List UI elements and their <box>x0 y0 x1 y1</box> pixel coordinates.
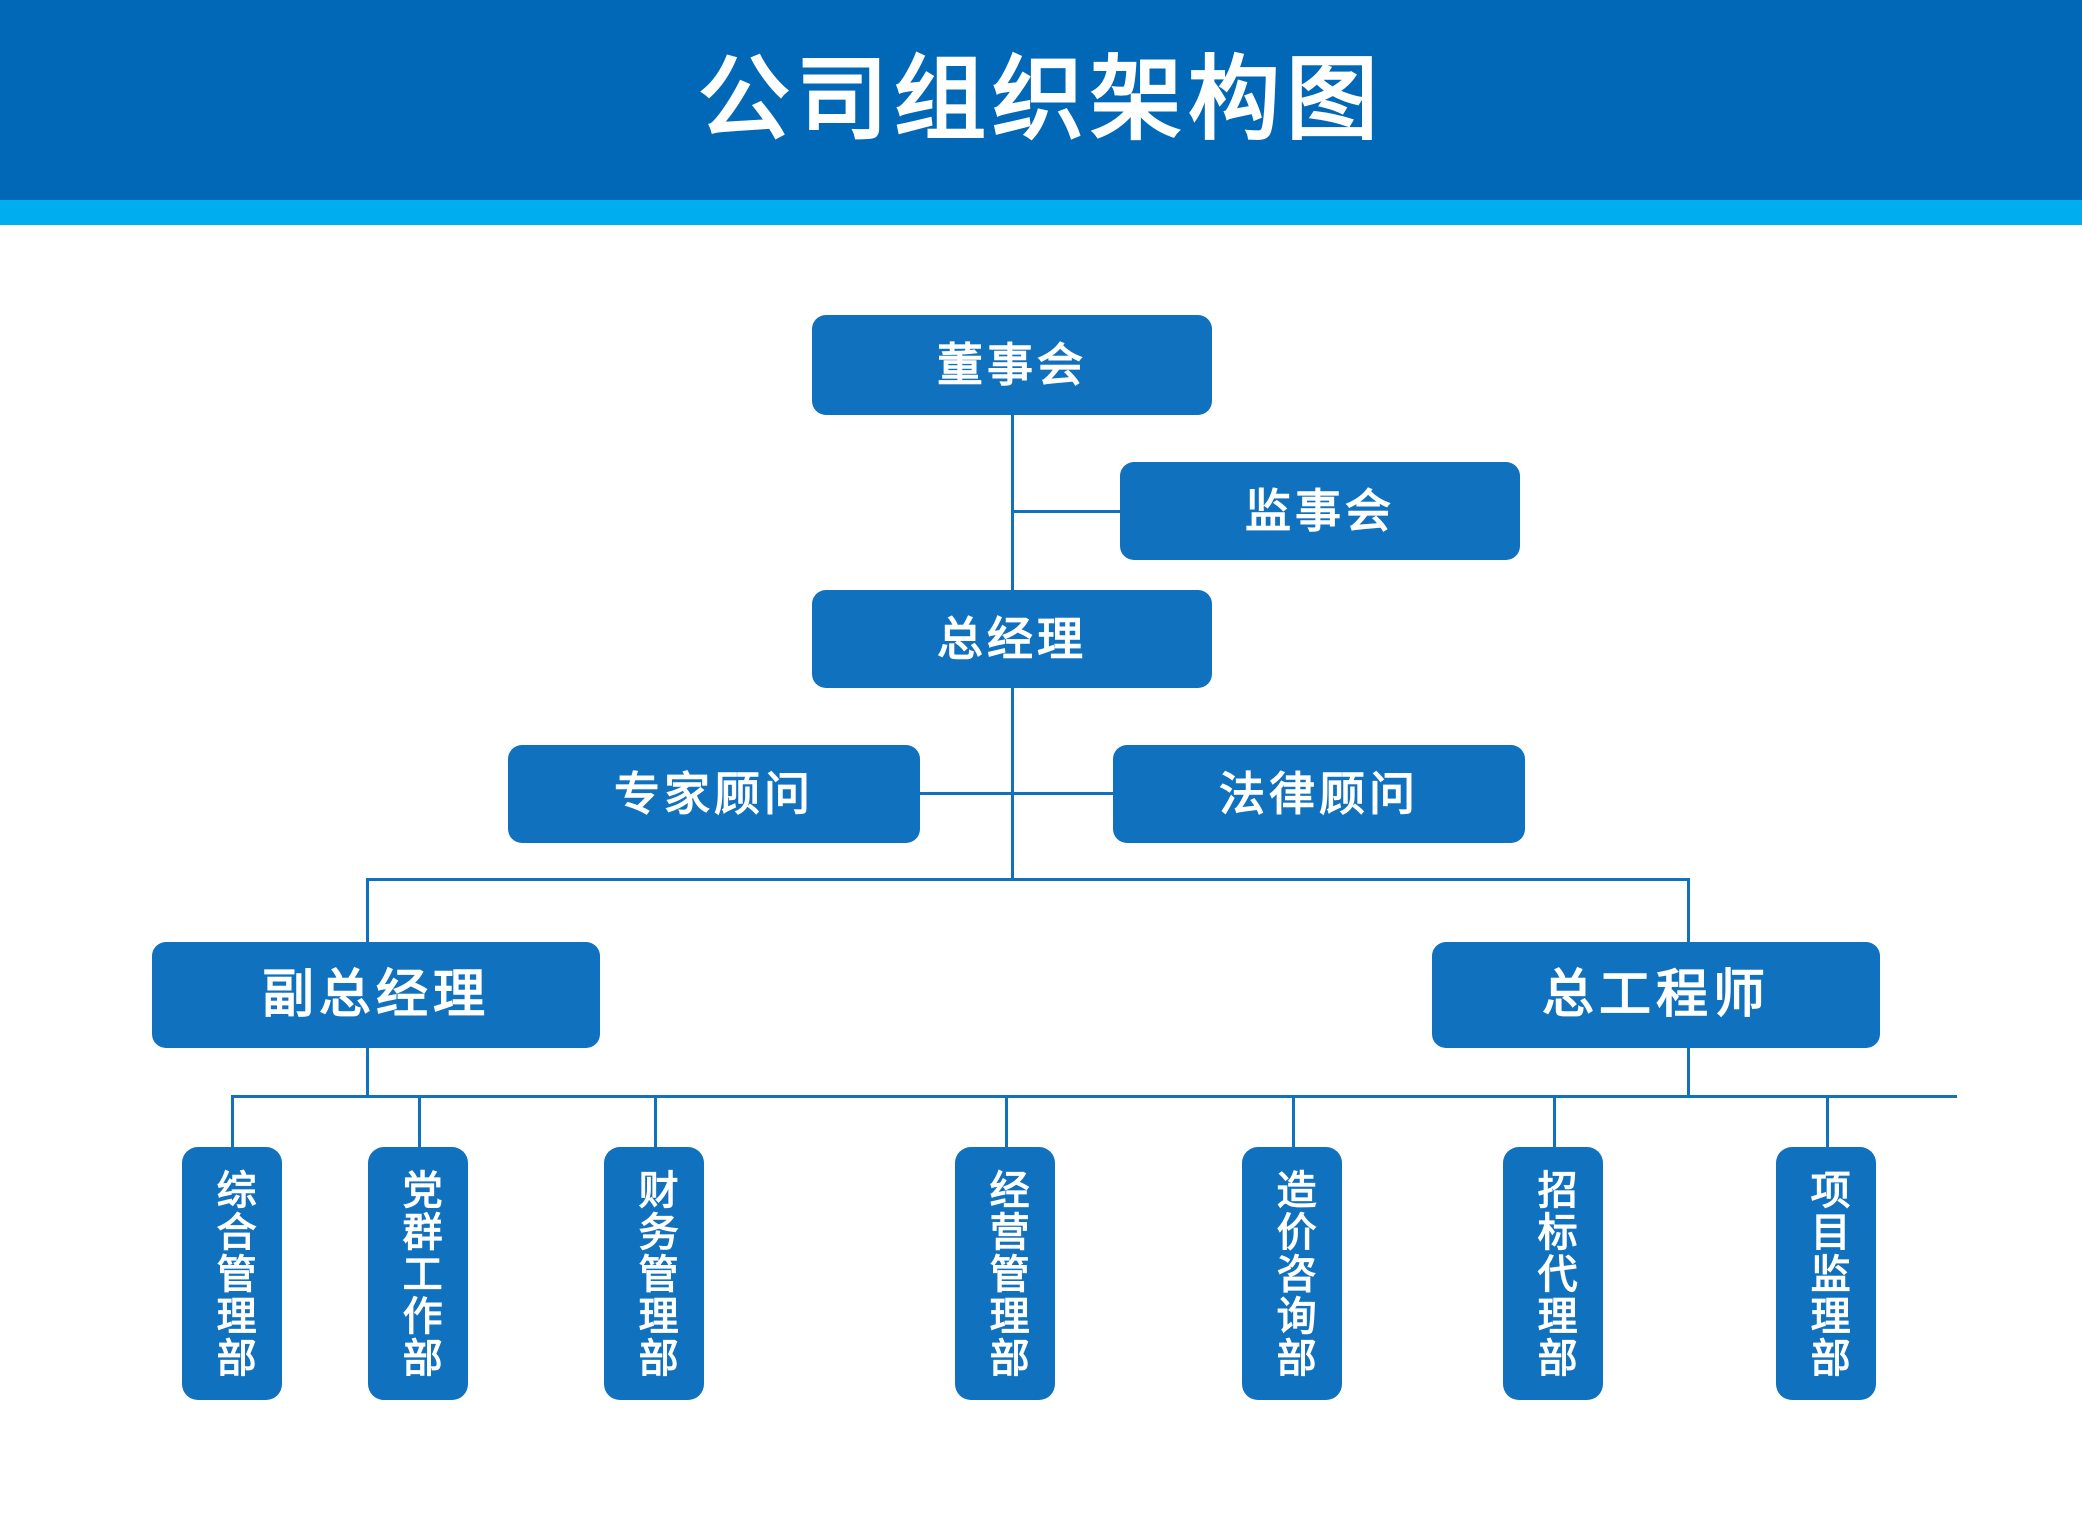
connector-dept-stem-1 <box>231 1095 234 1148</box>
connector-bus-departments <box>232 1095 1957 1098</box>
node-department-operations[interactable]: 经营管理部 <box>955 1147 1055 1400</box>
node-label: 专家顾问 <box>614 766 814 821</box>
node-legal-advisor[interactable]: 法律顾问 <box>1113 745 1525 843</box>
connector-dept-stem-4 <box>1005 1095 1008 1148</box>
connector-board-to-supervisors <box>1011 510 1121 513</box>
connector-gm-to-expert <box>920 792 1012 795</box>
connector-bus-right-drop <box>1687 878 1690 944</box>
connector-dept-stem-7 <box>1826 1095 1829 1148</box>
connector-bus-left-drop <box>366 878 369 944</box>
node-department-bidding-agency[interactable]: 招标代理部 <box>1503 1147 1603 1400</box>
node-label: 法律顾问 <box>1219 766 1419 821</box>
node-label: 招标代理部 <box>1530 1168 1577 1379</box>
node-board-of-supervisors[interactable]: 监事会 <box>1120 462 1520 560</box>
node-expert-advisor[interactable]: 专家顾问 <box>508 745 920 843</box>
header-accent-strip <box>0 200 2082 225</box>
node-label: 董事会 <box>937 337 1087 392</box>
node-deputy-general-manager[interactable]: 副总经理 <box>152 942 600 1048</box>
node-label: 经营管理部 <box>982 1168 1029 1379</box>
node-label: 总经理 <box>937 611 1087 666</box>
node-board-of-directors[interactable]: 董事会 <box>812 315 1212 415</box>
node-label: 党群工作部 <box>395 1168 442 1379</box>
node-department-cost-consulting[interactable]: 造价咨询部 <box>1242 1147 1342 1400</box>
connector-board-down <box>1011 382 1014 612</box>
node-department-project-supervision[interactable]: 项目监理部 <box>1776 1147 1876 1400</box>
node-label: 财务管理部 <box>631 1168 678 1379</box>
connector-gm-to-legal <box>1011 792 1113 795</box>
node-label: 总工程师 <box>1541 964 1770 1025</box>
connector-chief-down <box>1687 1048 1690 1096</box>
node-department-party-union[interactable]: 党群工作部 <box>368 1147 468 1400</box>
node-chief-engineer[interactable]: 总工程师 <box>1432 942 1880 1048</box>
header-bar <box>0 0 2082 200</box>
node-department-finance[interactable]: 财务管理部 <box>604 1147 704 1400</box>
node-department-general-admin[interactable]: 综合管理部 <box>182 1147 282 1400</box>
node-label: 造价咨询部 <box>1269 1168 1316 1379</box>
node-label: 综合管理部 <box>209 1168 256 1379</box>
connector-dept-stem-6 <box>1553 1095 1556 1148</box>
connector-dept-stem-3 <box>654 1095 657 1148</box>
connector-gm-down <box>1011 688 1014 880</box>
connector-deputy-down <box>366 1048 369 1096</box>
node-label: 监事会 <box>1245 483 1395 538</box>
node-general-manager[interactable]: 总经理 <box>812 590 1212 688</box>
connector-bus-level4 <box>366 878 1690 881</box>
connector-dept-stem-5 <box>1292 1095 1295 1148</box>
connector-dept-stem-2 <box>418 1095 421 1148</box>
page-title: 公司组织架构图 <box>697 46 1384 153</box>
node-label: 副总经理 <box>261 964 490 1025</box>
node-label: 项目监理部 <box>1803 1168 1850 1379</box>
